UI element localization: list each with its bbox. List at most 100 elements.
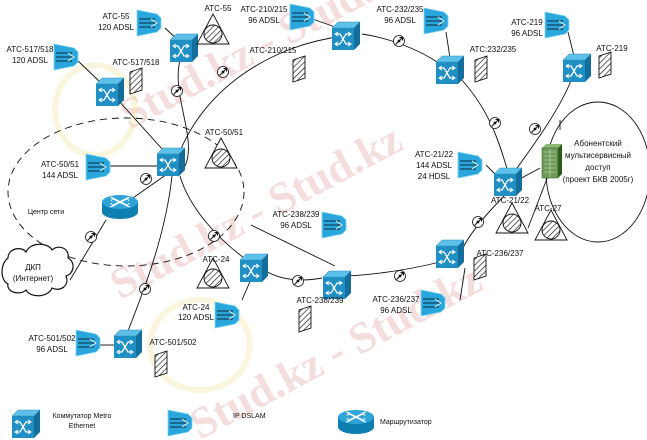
network-center-boundary [7, 117, 245, 267]
switch-icon[interactable] [169, 33, 199, 63]
dslam-icon[interactable] [423, 7, 449, 35]
switch-icon[interactable] [156, 147, 186, 177]
dslam-labels: АТС-55 120 ADSL АТС-517/518 120 ADSL АТС… [7, 5, 544, 354]
dslam-icon[interactable] [53, 43, 79, 71]
dslam-capacity: 96 ADSL [248, 16, 280, 25]
legend-dslam: IP DSLAM [167, 409, 266, 437]
legend-dslam-label: IP DSLAM [233, 413, 266, 420]
switch-icon [11, 409, 41, 439]
dslam-label: АТС-210/215 [241, 5, 289, 14]
dslam-capacity-hdsl: 24 HDSL [418, 172, 451, 181]
exchange-label: АТС-501/502 [150, 338, 198, 347]
internet-cloud-subtitle: (Интернет) [13, 274, 54, 283]
legend: Коммутатор Metro Ethernet IP DSLAM Маршр… [11, 409, 432, 439]
exchange-label: АТС-517/518 [113, 58, 161, 67]
switch-icon[interactable] [435, 55, 465, 85]
dslam-capacity: 96 ADSL [384, 16, 416, 25]
network-center-label: Центр сети [28, 209, 64, 216]
switch-label: АТС-238/239 [297, 296, 345, 305]
exchange-label: АТС-210/215 [250, 46, 298, 55]
digital-exchange-icon [292, 55, 306, 83]
switch-label: АТС-21/22 [491, 196, 530, 205]
dslam-icon[interactable] [136, 9, 162, 37]
multiservice-line: доступ [585, 163, 610, 172]
digital-exchange-icon [598, 51, 612, 79]
analog-exchange-icon [495, 202, 529, 234]
link-marker [393, 35, 405, 47]
exchange-label: АТС-24 [203, 255, 230, 264]
dslam-icon[interactable] [457, 151, 483, 179]
switch-icon[interactable] [493, 167, 523, 197]
link-marker [472, 216, 484, 228]
multiservice-line: Абонентский [574, 139, 622, 148]
dslam-capacity: 120 ADSL [98, 23, 135, 32]
multiservice-rack-icon[interactable] [541, 144, 562, 179]
link-marker [217, 66, 229, 78]
switch-icon[interactable] [331, 21, 361, 51]
analog-exchange-icon [204, 137, 238, 169]
exchange-label: АТС-50/51 [205, 128, 244, 137]
switch-icon[interactable] [435, 239, 465, 269]
dslam-label: АТС-219 [511, 18, 543, 27]
dslam-icon [167, 409, 193, 437]
dslam-label: АТС-50/51 [41, 160, 80, 169]
legend-router-label: Маршрутизатор [380, 419, 432, 426]
dslam-capacity: 120 ADSL [12, 56, 49, 65]
dslam-capacity: 96 ADSL [380, 306, 412, 315]
analog-exchange-icon [534, 209, 568, 241]
dslam-icon[interactable] [544, 11, 570, 39]
exchange-label: АТС-219 [596, 44, 628, 53]
dslam-label: АТС-238/239 [273, 210, 321, 219]
legend-switch-label2: Ethernet [69, 423, 96, 430]
digital-exchange-icon [474, 55, 488, 83]
switch-icon[interactable] [95, 77, 125, 107]
dslam-capacity: 96 ADSL [511, 29, 543, 38]
link-marker [529, 123, 541, 135]
switch-icon[interactable] [322, 270, 352, 300]
exchange-label: АТС-236/237 [477, 249, 525, 258]
exchange-label: АТС-55 [205, 4, 232, 13]
dslam-label: АТС-236/237 [373, 295, 421, 304]
digital-exchange-icon [154, 350, 168, 378]
exchange-labels: АТС-55 АТС-50/51 АТС-27 АТС-24 АТС-517/5… [113, 4, 629, 347]
dslam-icon[interactable] [85, 153, 111, 181]
dslam-label: АТС-501/502 [29, 334, 77, 343]
legend-router: Маршрутизатор [337, 409, 432, 435]
legend-switch-label: Коммутатор Metro [53, 413, 112, 420]
link-marker [139, 283, 151, 295]
link-marker [489, 117, 501, 129]
dslam-icon[interactable] [75, 329, 101, 357]
link-marker [171, 85, 183, 97]
switch-icon[interactable] [562, 53, 592, 83]
exchange-label: АТС:232/235 [470, 45, 517, 54]
dslam-icon[interactable] [289, 3, 315, 31]
router-icon [337, 409, 375, 435]
link-marker [140, 173, 152, 185]
multiservice-line: (проект БКВ 2005г) [563, 175, 634, 184]
multiservice-access-label: Абонентский мультисервисный доступ (прое… [563, 139, 634, 184]
digital-exchange-icon [129, 67, 143, 95]
dslam-capacity: 96 ADSL [280, 221, 312, 230]
link-marker [394, 270, 406, 282]
internet-cloud-title: ДКП [25, 263, 41, 272]
multiservice-line: мультисервисный [565, 151, 631, 160]
dslam-label: АТС-21/22 [415, 150, 454, 159]
dslam-capacity: 120 ADSL [178, 313, 215, 322]
digital-exchange-icon [298, 305, 312, 333]
analog-exchange-icon [196, 13, 230, 45]
switch-icon[interactable] [113, 329, 143, 359]
legend-switch: Коммутатор Metro Ethernet [11, 409, 112, 439]
dslam-label: АТС-24 [183, 303, 210, 312]
dslam-label: АТС-55 [103, 12, 130, 21]
internet-cloud: ДКП (Интернет) [1, 243, 74, 297]
dslam-capacity: 144 ADSL [416, 161, 453, 170]
dslam-icon[interactable] [214, 301, 240, 329]
dslam-label: АТС-517/518 [7, 45, 55, 54]
switch-icon[interactable] [239, 253, 269, 283]
dslam-label: АТС-232/235 [377, 5, 425, 14]
dslam-icon[interactable] [321, 211, 347, 239]
router-icon[interactable] [101, 194, 139, 220]
dslam-icon[interactable] [420, 289, 446, 317]
exchange-label: АТС-27 [535, 204, 562, 213]
